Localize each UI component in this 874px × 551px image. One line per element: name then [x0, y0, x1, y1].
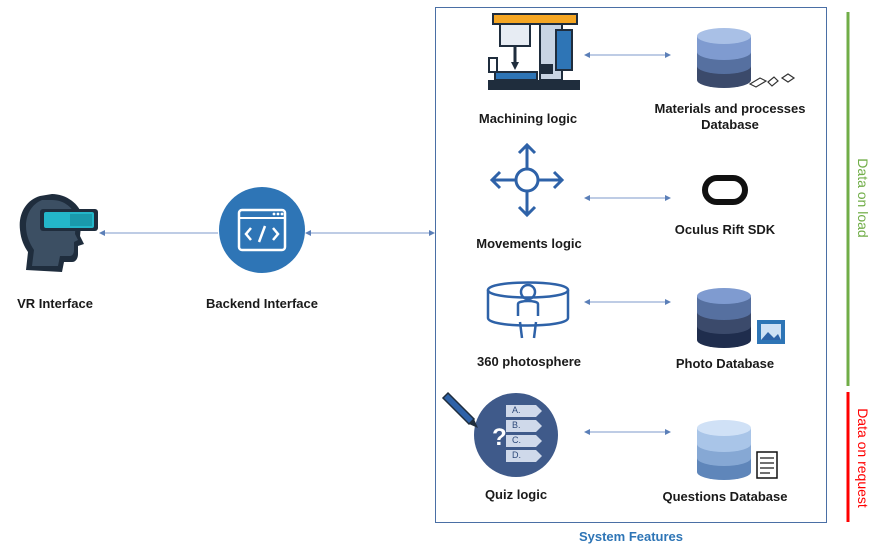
oculus-logo-icon: [702, 175, 748, 205]
panel-title: System Features: [578, 529, 684, 544]
photo-database-icon: [697, 288, 751, 348]
photosphere-label: 360 photosphere: [476, 354, 582, 369]
materials-database-icon: [697, 28, 796, 88]
machining-logic-label: Machining logic: [478, 111, 578, 126]
quiz-logic-label: Quiz logic: [484, 487, 548, 502]
data-on-load-label: Data on load: [855, 158, 871, 238]
quiz-option-c: C.: [512, 435, 521, 445]
data-on-request-label: Data on request: [855, 408, 871, 508]
quiz-icon: ?: [474, 393, 558, 477]
quiz-option-a: A.: [512, 405, 521, 415]
oculus-sdk-label: Oculus Rift SDK: [674, 222, 776, 237]
quiz-option-b: B.: [512, 420, 521, 430]
system-features-panel: [435, 7, 827, 523]
vr-interface-label: VR Interface: [17, 296, 93, 311]
quiz-option-d: D.: [512, 450, 521, 460]
materials-database-label: Materials and processes Database: [654, 101, 806, 132]
movement-arrows-icon: [489, 142, 565, 218]
photosphere-icon: [486, 281, 570, 339]
pencil-icon: [441, 391, 478, 428]
svg-text:?: ?: [492, 424, 507, 451]
drill-press-icon: [488, 13, 580, 90]
document-list-icon: [756, 451, 778, 479]
backend-code-icon: [219, 187, 305, 273]
photo-database-label: Photo Database: [675, 356, 775, 371]
questions-database-label: Questions Database: [662, 489, 788, 504]
backend-interface-label: Backend Interface: [206, 296, 318, 311]
picture-frame-icon: [757, 320, 785, 344]
movements-logic-label: Movements logic: [476, 236, 582, 251]
questions-database-icon: [697, 420, 751, 480]
vr-headset-icon: [19, 194, 98, 272]
